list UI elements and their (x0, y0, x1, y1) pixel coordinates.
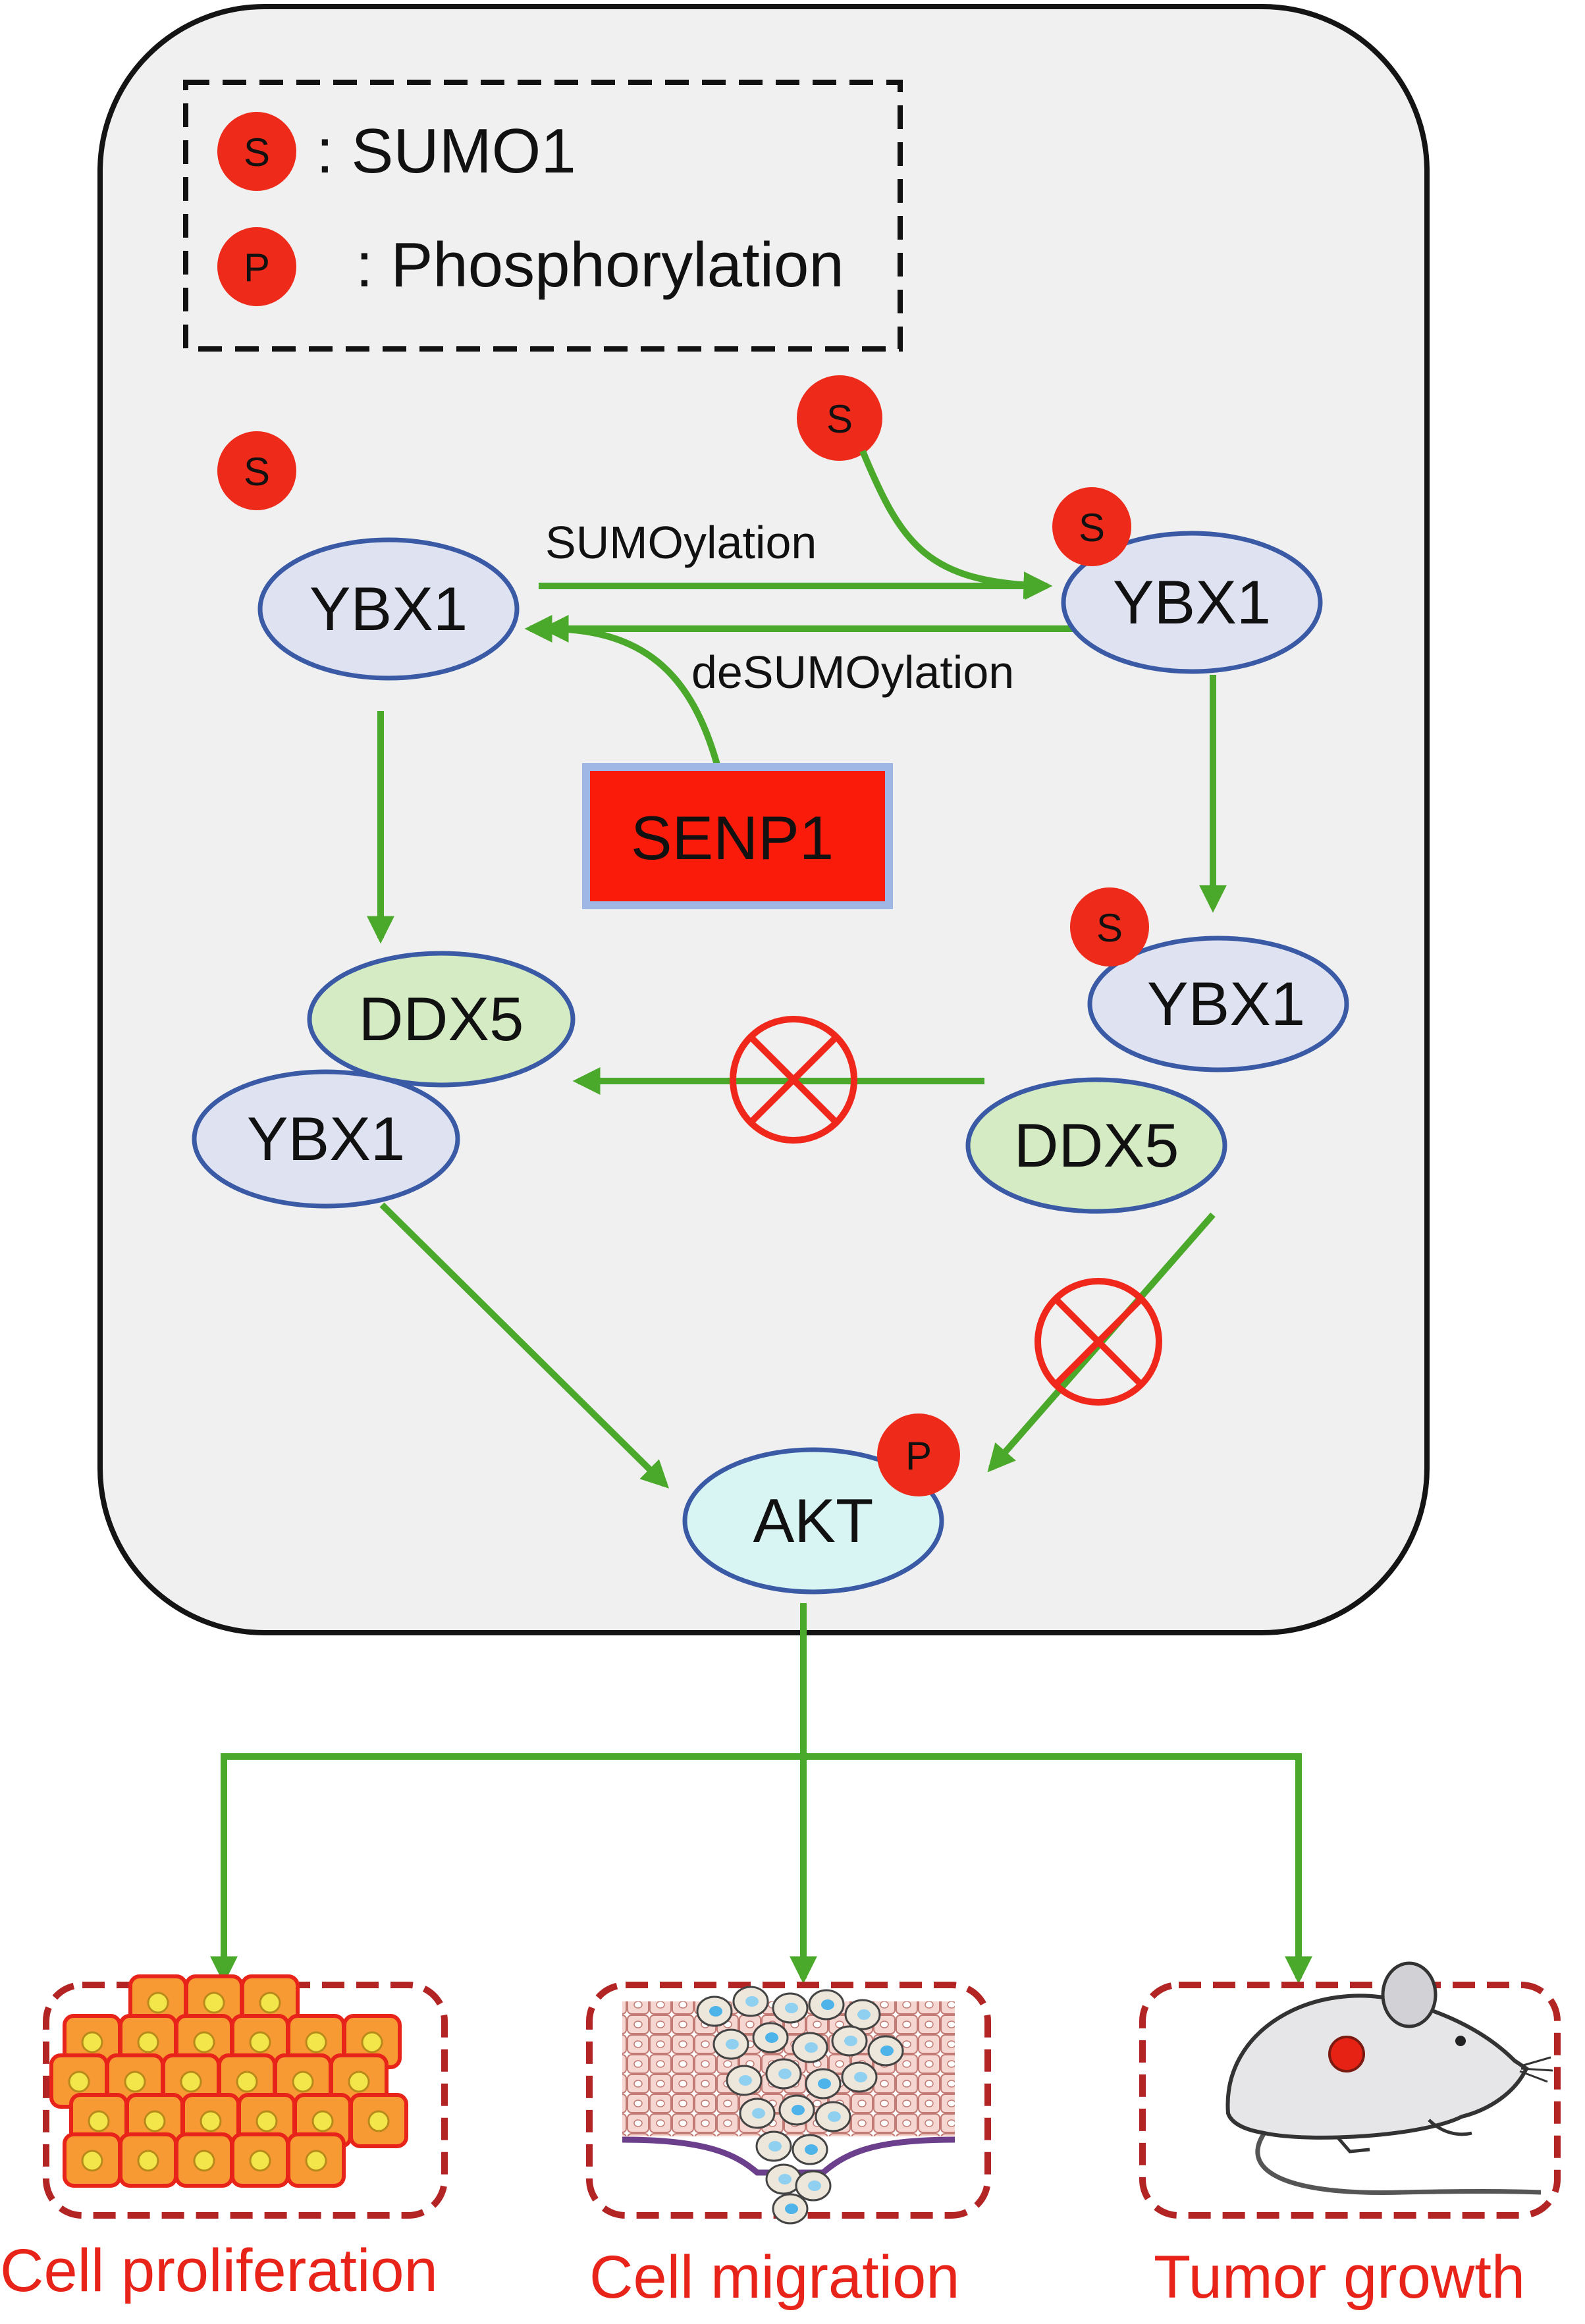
complex-to-akt-arrow (379, 1202, 669, 1489)
proliferating-cell (119, 2132, 178, 2188)
proliferating-cell (286, 2132, 346, 2188)
akt-phosphorylation-icon (877, 1413, 960, 1496)
senp1-label: SENP1 (631, 803, 834, 872)
migrating-cell (841, 2061, 878, 2093)
ybx1-sumoylated-label: YBX1 (1113, 568, 1271, 637)
free-sumo1-icon (217, 431, 296, 510)
tumor-growth-panel (1139, 1982, 1561, 2219)
mouse-leg (1335, 2119, 1472, 2153)
migrating-cell (778, 2094, 815, 2126)
complex-ybx1-label: YBX1 (247, 1104, 405, 1173)
complex-ddx5-label: DDX5 (359, 984, 524, 1053)
senp1-node (582, 763, 893, 909)
mouse-tumor-icon (1225, 1961, 1553, 2195)
mouse-whiskers (1519, 2056, 1553, 2083)
blocked-akt-activation-icon (1034, 1278, 1162, 1406)
ybx1-sumoylated-sumo1-symbol: S (1079, 506, 1105, 550)
ybx1-sumoylated-lower-sumo1-symbol: S (1096, 906, 1123, 950)
mouse-body (1225, 1994, 1529, 2140)
proliferation-panel (43, 1982, 448, 2219)
ybx1-sumoylated-node (1061, 531, 1323, 674)
migrating-cell (755, 2130, 792, 2162)
migrating-cell (792, 2032, 828, 2063)
migrating-cell (696, 1995, 733, 2027)
proliferating-cell (349, 2093, 408, 2148)
phosphorylation-legend-icon (217, 227, 296, 306)
migrating-cell (792, 2134, 828, 2165)
ybx1-unmodified-label: YBX1 (309, 574, 468, 643)
akt-node (682, 1447, 944, 1595)
migrating-cell (752, 2022, 789, 2053)
ybx1-sumoylated-lower-sumo1-icon (1070, 887, 1149, 966)
migration-outcome-label: Cell migration (589, 2244, 959, 2311)
tumor-icon (1328, 2036, 1365, 2073)
proliferating-cells-illustration (49, 1974, 408, 2188)
migrating-cell-cluster (696, 1986, 904, 2225)
complex-ddx5-node (307, 951, 576, 1088)
proliferating-cell (230, 2132, 290, 2188)
ybx1-unmodified-node (257, 537, 520, 681)
migrating-cell (772, 1992, 809, 2024)
pathway-arrows (210, 450, 1312, 1984)
mouse-eye (1455, 2036, 1466, 2046)
ybx1-sumoylated-lower-label: YBX1 (1147, 969, 1305, 1038)
migrating-cell (844, 1999, 881, 2030)
migrating-cell (815, 2101, 851, 2132)
migrating-cells-illustration (622, 1986, 955, 2225)
migrating-cell (772, 2193, 809, 2225)
akt-output-branch (221, 1753, 1302, 1975)
phosphorylation-legend-label: : Phosphorylation (356, 230, 844, 300)
blocked-ddx5-binding-icon (730, 1016, 857, 1144)
tumor-growth-outcome-label: Tumor growth (1154, 2244, 1525, 2311)
mouse-tail (1255, 2132, 1542, 2195)
migrating-cell (808, 1989, 845, 2020)
phosphorylation-legend-symbol: P (244, 246, 270, 290)
proliferating-cell (63, 2132, 122, 2188)
sumo1-legend-icon (217, 112, 296, 191)
ddx5-free-node (965, 1077, 1227, 1214)
legend: S : SUMO1 P : Phosphorylation (183, 80, 903, 352)
proliferation-outcome-label: Cell proliferation (0, 2237, 438, 2304)
desumoylation-label: deSUMOylation (691, 647, 1014, 698)
akt-label: AKT (753, 1486, 874, 1555)
senp1-action-arrow (541, 615, 721, 768)
complex-ybx1-node (192, 1069, 460, 1209)
sumo1-legend-symbol: S (244, 130, 270, 174)
mouse-ear (1381, 1961, 1437, 2028)
sumo1-conjugation-arrow (859, 450, 1052, 600)
akt-phosphorylation-symbol: P (905, 1434, 932, 1478)
ddx5-free-label: DDX5 (1014, 1111, 1179, 1180)
migrating-cell (867, 2035, 904, 2067)
migrating-cell (805, 2068, 842, 2100)
sumoylation-label: SUMOylation (545, 517, 817, 568)
migrating-cell (765, 2058, 802, 2090)
migrating-cell (795, 2170, 832, 2202)
migrating-cell (739, 2098, 776, 2129)
sumo1-legend-label: : SUMO1 (316, 116, 576, 186)
incoming-sumo1-symbol: S (826, 397, 853, 441)
migrating-cell (732, 1986, 769, 2017)
migrating-cell (726, 2065, 763, 2096)
proliferating-cell (175, 2132, 234, 2188)
ybx1-sumoylated-lower-node (1087, 936, 1349, 1072)
incoming-sumo1-icon (797, 375, 882, 461)
migrating-cell (712, 2028, 749, 2060)
migrating-cell (831, 2025, 868, 2057)
legend-box (183, 80, 903, 352)
free-sumo1-symbol: S (244, 450, 270, 494)
ybx1-sumoylated-sumo1-icon (1052, 487, 1131, 566)
